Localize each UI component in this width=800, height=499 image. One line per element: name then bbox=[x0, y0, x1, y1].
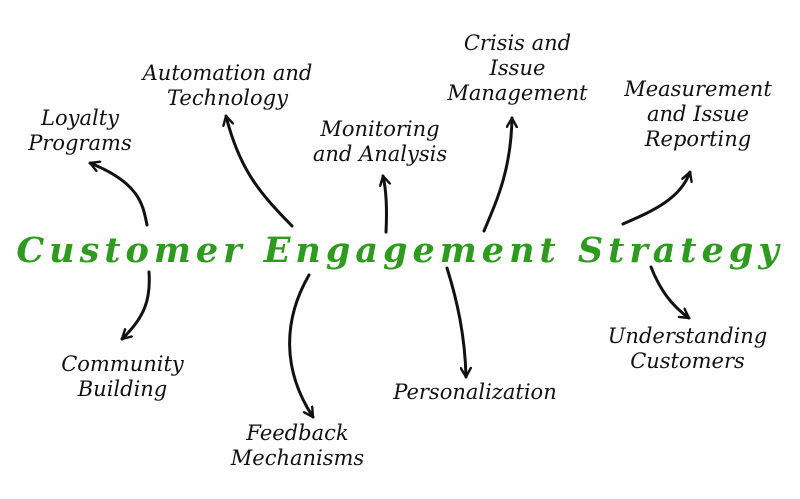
central-title: Customer Engagement Strategy bbox=[16, 230, 784, 271]
arrow-to-understanding-customers bbox=[649, 265, 691, 320]
node-line: Monitoring bbox=[320, 117, 440, 141]
node-line: Mechanisms bbox=[230, 446, 365, 470]
node-community-building: Community Building bbox=[35, 352, 210, 402]
arrow-to-feedback-mechanisms bbox=[288, 273, 315, 419]
arrow-to-personalization bbox=[445, 266, 466, 379]
node-line: Issue bbox=[489, 56, 546, 80]
node-personalization: Personalization bbox=[375, 380, 575, 405]
node-line: Measurement bbox=[624, 77, 772, 101]
arrow-to-loyalty-programs bbox=[88, 163, 149, 227]
node-monitoring-and-analysis: Monitoring and Analysis bbox=[295, 117, 465, 167]
node-line: Automation and bbox=[142, 61, 313, 85]
node-line: Customers bbox=[630, 349, 745, 373]
node-line: Loyalty bbox=[41, 106, 119, 130]
node-line: Technology bbox=[167, 86, 288, 110]
node-understanding-customers: Understanding Customers bbox=[595, 324, 780, 374]
node-line: Programs bbox=[28, 131, 132, 155]
node-line: Management bbox=[447, 81, 588, 105]
node-line: Feedback bbox=[246, 421, 349, 445]
arrow-to-community-building bbox=[120, 270, 151, 341]
node-line: Reporting bbox=[644, 127, 752, 151]
arrow-to-monitoring-and-analysis bbox=[383, 174, 387, 234]
node-line: Building bbox=[77, 377, 168, 401]
node-line: Crisis and bbox=[463, 31, 572, 55]
node-loyalty-programs: Loyalty Programs bbox=[15, 106, 145, 156]
arrow-to-measurement-and-issue-reporting bbox=[621, 170, 690, 226]
node-crisis-and-issue-management: Crisis and Issue Management bbox=[435, 31, 600, 106]
node-line: Community bbox=[61, 352, 184, 376]
node-measurement-and-issue-reporting: Measurement and Issue Reporting bbox=[608, 77, 788, 152]
node-line: and Issue bbox=[647, 102, 749, 126]
arrow-to-crisis-and-issue-management bbox=[482, 116, 512, 233]
node-line: Personalization bbox=[393, 380, 557, 404]
node-feedback-mechanisms: Feedback Mechanisms bbox=[215, 421, 380, 471]
node-line: and Analysis bbox=[312, 142, 448, 166]
node-line: Understanding bbox=[607, 324, 768, 348]
node-automation-and-technology: Automation and Technology bbox=[120, 61, 335, 111]
arrow-to-automation-and-technology bbox=[226, 114, 294, 228]
